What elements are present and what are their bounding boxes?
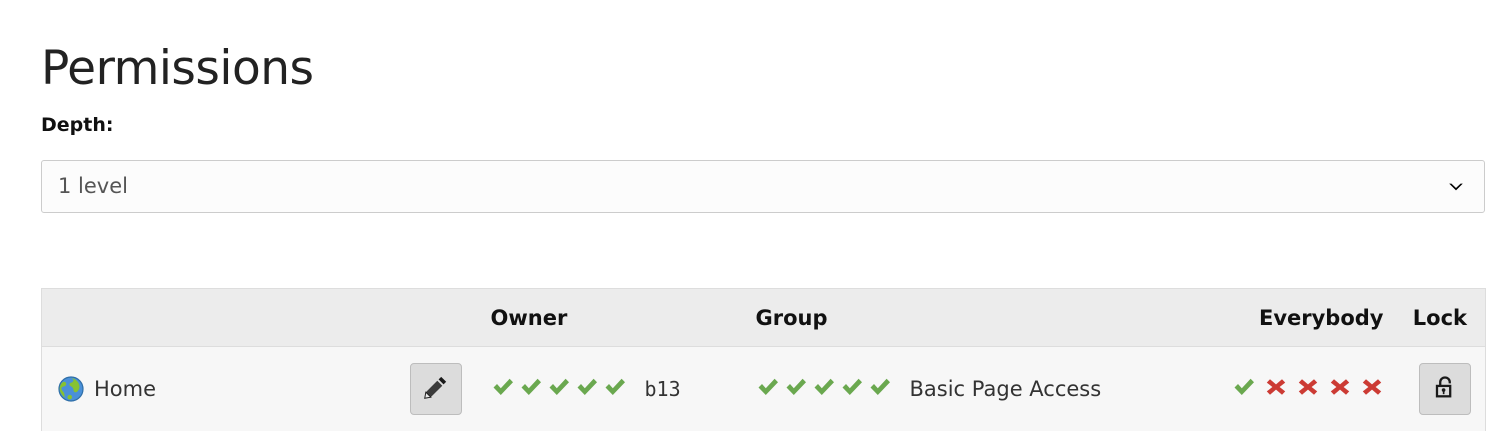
permission-flag-check — [812, 376, 840, 402]
globe-icon — [58, 376, 84, 402]
depth-select[interactable]: 1 level — [41, 160, 1485, 213]
unlock-icon — [1432, 374, 1458, 403]
permission-flag-cross — [1264, 376, 1292, 402]
depth-select-value: 1 level — [58, 174, 128, 198]
permission-flag-cross — [1328, 376, 1356, 402]
row-everybody-cell — [1192, 347, 1402, 431]
group-label: Basic Page Access — [909, 376, 1102, 401]
column-header-name — [41, 288, 402, 347]
permission-flag-check — [547, 376, 575, 402]
permission-flag-cross — [1360, 376, 1388, 402]
table-row: Home — [41, 346, 1486, 431]
lock-toggle-button[interactable] — [1419, 362, 1471, 415]
edit-button[interactable] — [409, 362, 462, 415]
row-lock-cell — [1402, 347, 1486, 431]
table-head: Owner Group Everybody Lock — [41, 288, 1486, 347]
column-header-lock: Lock — [1401, 288, 1486, 347]
pencil-icon — [423, 374, 449, 403]
permission-flag-check — [840, 376, 868, 402]
page-title: Permissions — [41, 41, 314, 97]
row-edit-cell — [402, 347, 487, 431]
permission-flag-check — [491, 376, 519, 402]
column-header-owner: Owner — [486, 288, 752, 347]
row-name-label: Home — [94, 376, 157, 401]
column-header-group: Group — [751, 288, 1192, 347]
chevron-down-icon — [1446, 177, 1466, 197]
owner-label: b13 — [644, 376, 681, 401]
permission-flag-check — [603, 376, 631, 402]
permission-flag-check — [575, 376, 603, 402]
row-name-cell: Home — [42, 347, 402, 431]
table-body: Home — [41, 346, 1486, 431]
column-header-everybody: Everybody — [1191, 288, 1402, 347]
row-owner-cell: b13 — [487, 347, 752, 431]
depth-select-wrapper: 1 level — [41, 160, 1485, 213]
permission-flag-cross — [1296, 376, 1324, 402]
permission-flag-check — [868, 376, 896, 402]
row-group-cell: Basic Page Access — [752, 347, 1192, 431]
permission-flag-check — [756, 376, 784, 402]
depth-label: Depth: — [41, 114, 114, 136]
permission-flag-check — [1232, 376, 1260, 402]
permission-flag-check — [519, 376, 547, 402]
permissions-table: Owner Group Everybody Lock — [41, 288, 1486, 431]
table-header-row: Owner Group Everybody Lock — [41, 288, 1486, 347]
column-header-edit — [401, 288, 487, 347]
permission-flag-check — [784, 376, 812, 402]
